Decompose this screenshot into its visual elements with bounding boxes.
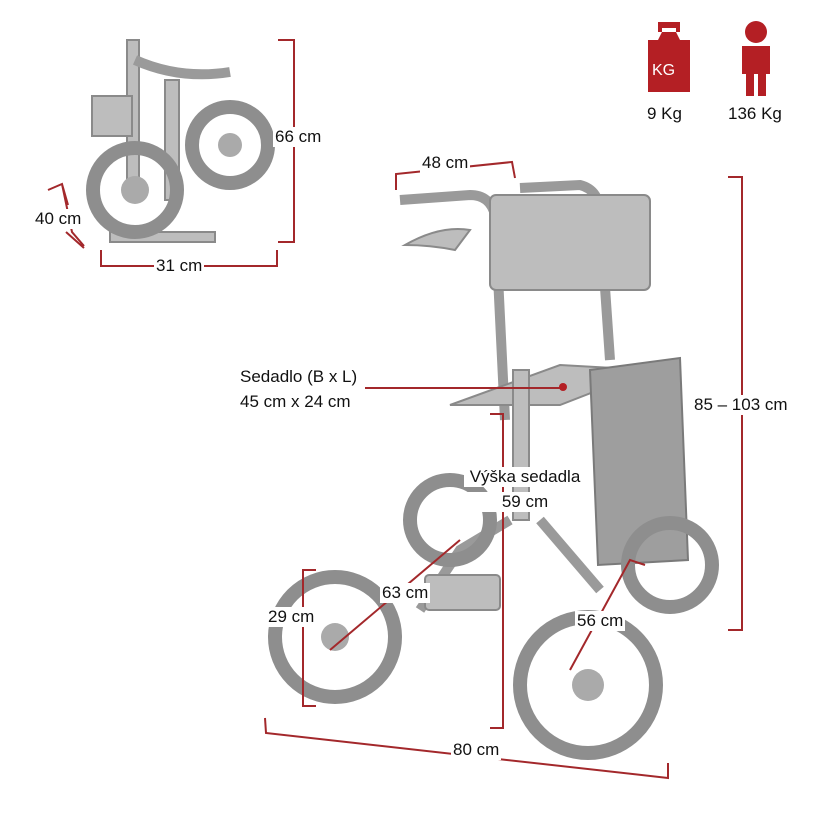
- handle-height-label: 85 – 103 cm: [692, 395, 790, 415]
- max-user-weight: 136 Kg: [726, 104, 784, 124]
- person-icon: [742, 21, 770, 96]
- handle-width-label: 48 cm: [420, 153, 471, 173]
- weight-icon-label: KG: [652, 62, 676, 79]
- folded-rollator-image: [86, 39, 275, 243]
- folded-height-label: 66 cm: [273, 127, 324, 147]
- folded-depth-label: 40 cm: [33, 209, 84, 229]
- product-weight: 9 Kg: [645, 104, 684, 124]
- seat-height-value: 59 cm: [464, 492, 586, 512]
- seat-title: Sedadlo (B x L): [238, 367, 360, 387]
- inner-width-label: 63 cm: [380, 583, 431, 603]
- seat-height-title: Výška sedadla: [464, 467, 586, 487]
- rollator-image: [268, 179, 719, 760]
- folded-width-label: 31 cm: [154, 256, 205, 276]
- total-length-label: 80 cm: [451, 740, 502, 760]
- total-width-label: 56 cm: [575, 611, 626, 631]
- wheel-diameter-label: 29 cm: [266, 607, 317, 627]
- seat-size: 45 cm x 24 cm: [238, 392, 353, 412]
- kettlebell-icon: [648, 22, 690, 92]
